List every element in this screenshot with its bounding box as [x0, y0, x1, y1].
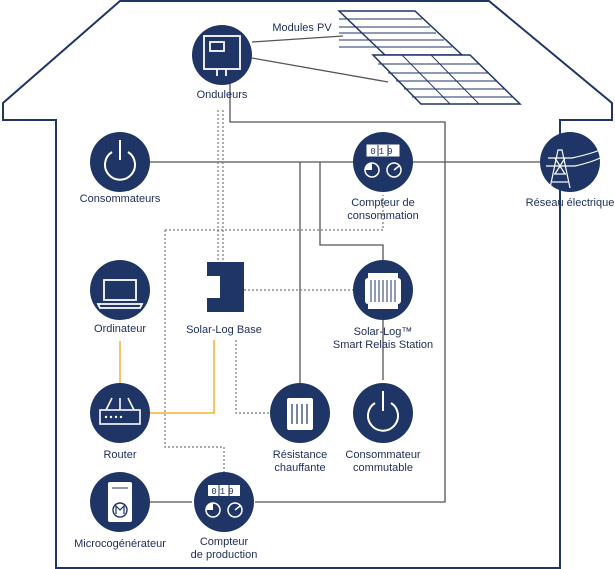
label-compteur-conso-line2: consommation	[347, 210, 419, 222]
label-consommateurs: Consommateurs	[80, 193, 161, 206]
label-reseau: Réseau électrique	[526, 197, 615, 210]
label-consommateur-comm-line1: Consommateur	[345, 449, 421, 461]
label-ordinateur-text: Ordinateur	[94, 323, 146, 335]
label-micro-text: Microcogénérateur	[74, 538, 166, 550]
resistance-node	[270, 383, 330, 443]
inverter-icon	[203, 35, 241, 76]
label-router: Router	[103, 449, 136, 462]
compteur-prod-node	[194, 472, 254, 532]
label-ordinateur: Ordinateur	[94, 323, 146, 336]
consommateur-comm-node	[353, 383, 413, 443]
label-modules-pv: Modules PV	[272, 22, 331, 35]
label-onduleurs-text: Onduleurs	[196, 89, 248, 101]
micro-node	[90, 472, 150, 532]
label-reseau-text: Réseau électrique	[525, 197, 615, 209]
label-compteur-prod-line2: de production	[190, 549, 258, 561]
label-resistance-line1: Résistance	[272, 449, 328, 461]
heater-icon	[287, 398, 313, 430]
label-consommateurs-text: Consommateurs	[79, 193, 161, 205]
label-compteur-conso-line1: Compteur de	[351, 197, 415, 209]
pylon-icon	[546, 149, 601, 189]
label-solarlog-base-text: Solar-Log Base	[186, 324, 262, 336]
smart-relais-node	[353, 260, 413, 320]
label-compteur-conso: Compteur de consommation	[347, 197, 419, 223]
compteur-conso-node	[353, 132, 413, 192]
label-onduleurs: Onduleurs	[197, 89, 248, 102]
pv-modules	[337, 10, 522, 105]
label-resistance: Résistance chauffante	[273, 449, 327, 475]
meter-digits-prod: 019	[211, 487, 236, 497]
network-lines	[119, 340, 215, 414]
label-compteur-prod: Compteur de production	[191, 536, 258, 562]
label-modules-pv-text: Modules PV	[272, 22, 332, 34]
label-solarlog-base: Solar-Log Base	[186, 324, 262, 337]
onduleur-node	[192, 25, 252, 85]
label-smart-relais-line2: Smart Relais Station	[332, 339, 434, 351]
solarlog-device-icon	[207, 262, 244, 312]
label-smart-relais: Solar-Log™ Smart Relais Station	[333, 326, 433, 352]
label-consommateur-comm-line2: commutable	[353, 462, 413, 474]
pv-panel-bottom	[371, 54, 522, 105]
relay-station-icon	[365, 273, 401, 309]
label-router-text: Router	[103, 449, 137, 461]
meter-digits-conso: 019	[370, 147, 395, 157]
consommateurs-node	[90, 132, 150, 192]
ordinateur-node	[90, 260, 150, 320]
power-icon	[367, 391, 399, 432]
router-icon	[99, 397, 141, 425]
reseau-node	[540, 132, 601, 192]
laptop-icon	[96, 279, 144, 309]
power-lines	[145, 35, 556, 503]
label-consommateur-comm: Consommateur commutable	[345, 449, 420, 475]
label-resistance-line2: chauffante	[274, 462, 326, 474]
label-compteur-prod-line1: Compteur	[199, 536, 249, 548]
data-lines	[164, 110, 384, 475]
power-icon	[104, 140, 136, 181]
label-smart-relais-line1: Solar-Log™	[353, 326, 413, 338]
chp-icon	[108, 482, 132, 522]
router-node	[90, 383, 150, 443]
label-micro: Microcogénérateur	[74, 538, 166, 551]
